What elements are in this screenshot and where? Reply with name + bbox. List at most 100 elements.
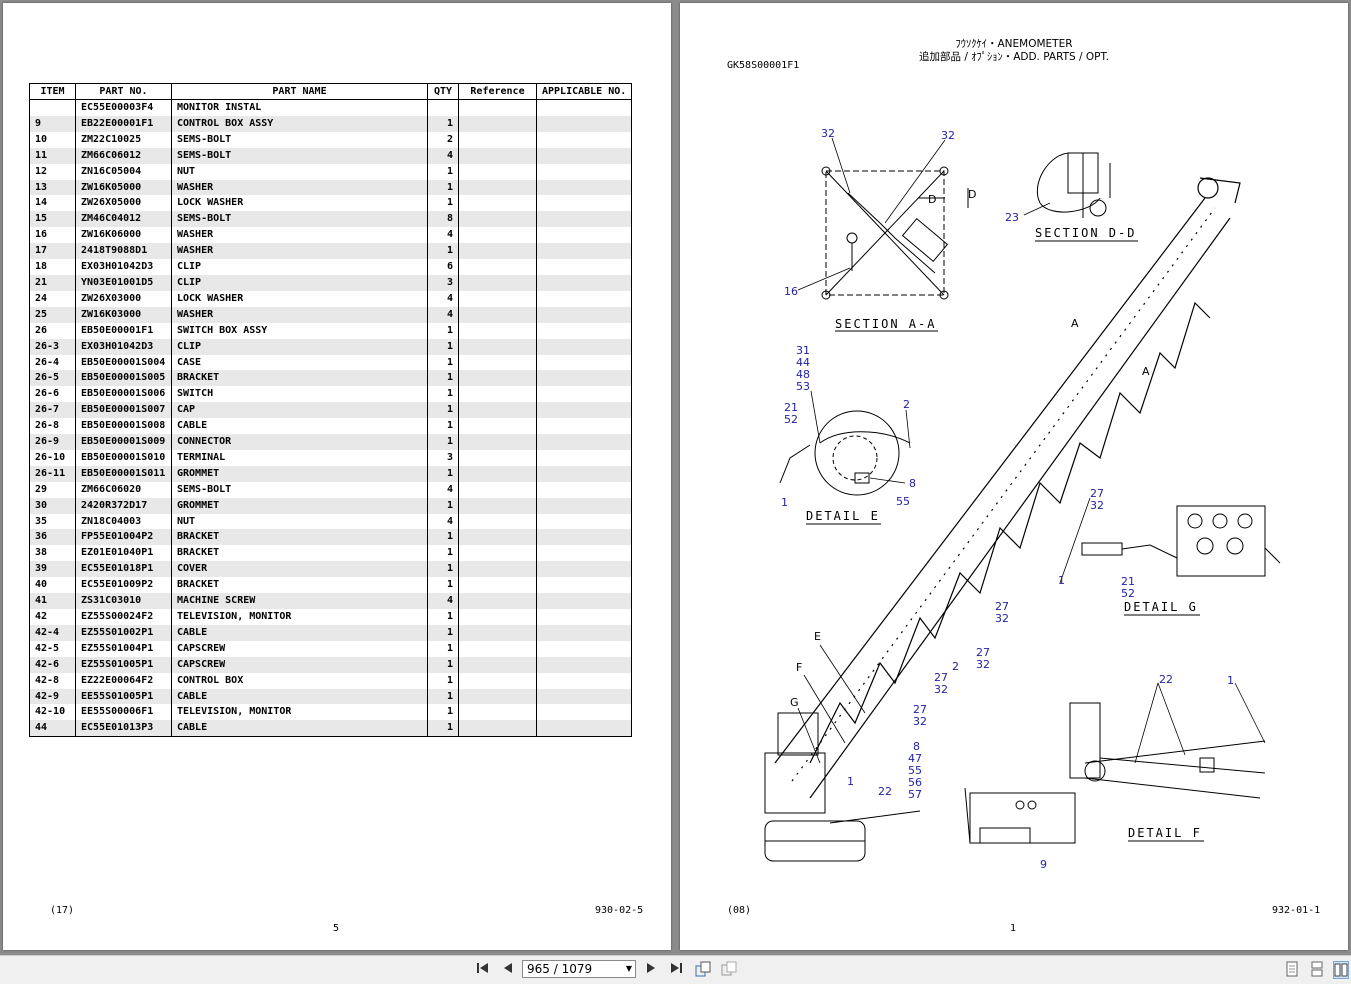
cell-item: 42-10: [29, 704, 76, 721]
header-qty: QTY: [427, 83, 459, 100]
cell-qty: 1: [427, 354, 459, 371]
cell-reference: [458, 290, 537, 307]
rotate-page-button[interactable]: [694, 961, 712, 979]
cell-item: 40: [29, 577, 76, 594]
cell-applicable-no: [535, 338, 633, 355]
page-number-input[interactable]: 965 / 1079 ▼: [522, 960, 636, 978]
section-dd-label: SECTION D-D: [1035, 226, 1136, 240]
cell-reference: [458, 115, 537, 132]
cell-applicable-no: [535, 529, 633, 546]
a-mark-a: A: [1071, 317, 1079, 330]
cell-part-name: CABLE: [171, 688, 428, 705]
cell-qty: 4: [427, 593, 459, 609]
leader-lines: [797, 137, 1266, 764]
single-page-icon: [1286, 961, 1298, 977]
first-page-button[interactable]: [474, 961, 492, 979]
cell-item: 26-10: [29, 449, 76, 466]
header-part-no: PART NO.: [75, 83, 172, 100]
copy-page-button[interactable]: [720, 961, 738, 979]
cell-qty: 1: [427, 688, 459, 705]
cell-reference: [458, 545, 537, 562]
cell-applicable-no: [535, 434, 633, 450]
cell-qty: 1: [427, 672, 459, 689]
previous-page-button[interactable]: [499, 961, 517, 979]
callout-32: 32: [934, 683, 948, 696]
cell-part-name: CONNECTOR: [171, 434, 428, 450]
callout-21: 21: [1121, 575, 1135, 588]
control-box-drawing: [964, 787, 1076, 844]
callout-22: 22: [1159, 673, 1173, 686]
cell-part-name: NUT: [171, 513, 428, 530]
cell-reference: [458, 593, 537, 609]
callout-8: 8: [909, 477, 916, 490]
cell-item: 35: [29, 513, 76, 530]
cell-reference: [458, 497, 537, 514]
two-page-view-button[interactable]: [1333, 961, 1349, 979]
callout-55: 55: [908, 764, 922, 777]
cell-qty: 1: [427, 465, 459, 482]
cell-item: 26: [29, 322, 76, 339]
cell-part-name: CAPSCREW: [171, 640, 428, 657]
cell-qty: 4: [427, 481, 459, 498]
callout-27: 27: [913, 703, 927, 716]
detail-e-label: DETAIL E: [806, 509, 880, 523]
section-dd-drawing: [1036, 152, 1111, 218]
cell-reference: [458, 147, 537, 164]
cell-qty: 2: [427, 131, 459, 148]
cell-part-name: CASE: [171, 354, 428, 371]
cell-part-no: EZ01E01040P1: [75, 545, 172, 562]
callout-31: 31: [796, 344, 810, 357]
cell-qty: 1: [427, 115, 459, 132]
cell-part-no: EX03H01042D3: [75, 259, 172, 275]
cell-reference: [458, 434, 537, 450]
cell-applicable-no: [535, 163, 633, 180]
cell-part-no: EB50E00001S008: [75, 418, 172, 435]
cell-applicable-no: [535, 497, 633, 514]
cell-part-name: TELEVISION, MONITOR: [171, 609, 428, 625]
cell-reference: [458, 195, 537, 212]
footer-right-code: 930-02-5: [595, 905, 644, 916]
cell-part-name: MACHINE SCREW: [171, 593, 428, 609]
cell-applicable-no: [535, 179, 633, 196]
last-page-icon: [671, 963, 682, 973]
two-page-icon: [1334, 963, 1348, 977]
cell-item: 21: [29, 274, 76, 291]
cell-part-name: SEMS-BOLT: [171, 481, 428, 498]
cell-qty: 3: [427, 274, 459, 291]
cell-part-name: LOCK WASHER: [171, 195, 428, 212]
cell-part-name: SEMS-BOLT: [171, 211, 428, 228]
cell-qty: 1: [427, 402, 459, 419]
cell-applicable-no: [535, 115, 633, 132]
cell-reference: [458, 274, 537, 291]
cell-applicable-no: [535, 243, 633, 260]
cell-item: 11: [29, 147, 76, 164]
cell-applicable-no: [535, 688, 633, 705]
cell-part-name: CAPSCREW: [171, 656, 428, 673]
cell-reference: [458, 513, 537, 530]
viewer-toolbar: 965 / 1079 ▼: [0, 955, 1351, 984]
single-page-view-button[interactable]: [1285, 961, 1301, 979]
cell-applicable-no: [535, 354, 633, 371]
continuous-view-button[interactable]: [1310, 961, 1326, 979]
last-page-button[interactable]: [667, 961, 685, 979]
cell-part-name: TELEVISION, MONITOR: [171, 704, 428, 721]
cell-qty: 1: [427, 386, 459, 403]
callout-53: 53: [796, 380, 810, 393]
detail-g-label: DETAIL G: [1124, 600, 1198, 614]
cell-item: 42-5: [29, 640, 76, 657]
next-page-button[interactable]: [642, 961, 660, 979]
cell-applicable-no: [535, 370, 633, 387]
